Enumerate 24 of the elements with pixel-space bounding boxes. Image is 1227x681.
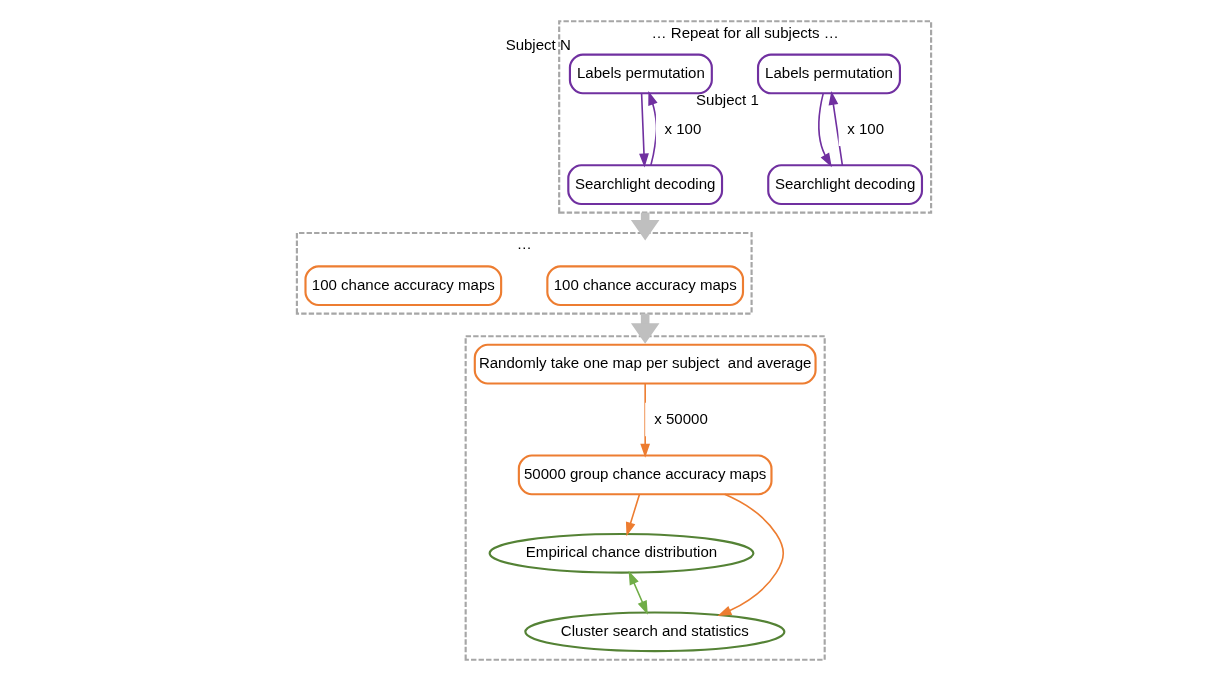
node-ellipse: Cluster search and statistics — [523, 611, 785, 653]
node-box: Labels permutation — [568, 53, 713, 95]
node-box: Searchlight decoding — [766, 164, 923, 206]
cluster — [464, 335, 826, 661]
arrow — [625, 493, 640, 537]
edge-label: x 50000 — [653, 410, 708, 428]
node-label: Subject N — [505, 36, 571, 54]
arrow — [817, 92, 832, 168]
node-box: Randomly take one map per subject and average — [473, 343, 817, 385]
arrow — [638, 92, 649, 168]
edge-label: x 100 — [846, 119, 884, 137]
arrow — [647, 91, 658, 166]
node-box: 100 chance accuracy maps — [303, 265, 502, 307]
node-box: Labels permutation — [756, 53, 901, 95]
node-box: Searchlight decoding — [566, 164, 723, 206]
arrow — [630, 313, 659, 344]
node-box: 50000 group chance accuracy maps — [517, 454, 773, 496]
arrow — [639, 382, 650, 458]
arrow — [628, 570, 648, 615]
arrow — [828, 91, 843, 166]
edge-label: x 100 — [664, 119, 701, 137]
node-ellipse: Empirical chance distribution — [488, 532, 754, 574]
node-box: 100 chance accuracy maps — [545, 265, 744, 307]
arrow — [716, 493, 784, 616]
